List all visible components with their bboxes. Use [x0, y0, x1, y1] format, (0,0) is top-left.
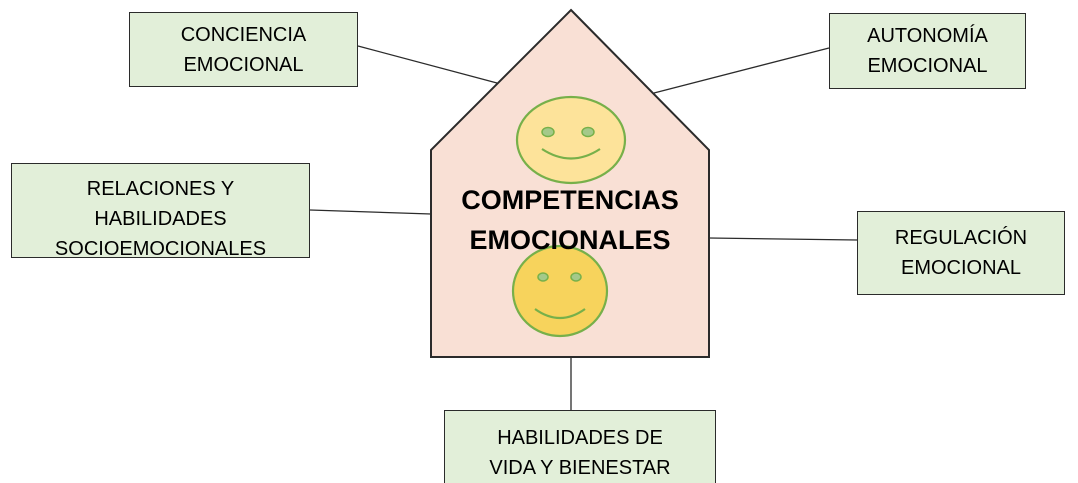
box-habilidades-vida-bienestar: HABILIDADES DE VIDA Y BIENESTAR: [444, 410, 716, 483]
box-habilidades-vida-bienestar-label: HABILIDADES DE VIDA Y BIENESTAR: [489, 427, 671, 479]
box-relaciones-socioemocionales: RELACIONES Y HABILIDADES SOCIOEMOCIONALE…: [11, 163, 310, 258]
box-autonomia-emocional-label: AUTONOMÍA EMOCIONAL: [867, 25, 988, 77]
smiley-face-icon: [515, 95, 627, 185]
box-regulacion-emocional-label: REGULACIÓN EMOCIONAL: [894, 227, 1028, 279]
center-title: COMPETENCIAS EMOCIONALES: [461, 185, 679, 255]
connector-conciencia: [357, 45, 498, 84]
box-regulacion-emocional: REGULACIÓN EMOCIONAL: [857, 211, 1065, 295]
connector-autonomia: [653, 47, 830, 94]
box-conciencia-emocional-label: CONCIENCIA EMOCIONAL: [180, 23, 307, 76]
smiley-face-icon: [511, 244, 609, 338]
box-autonomia-emocional: AUTONOMÍA EMOCIONAL: [829, 13, 1026, 89]
box-relaciones-socioemocionales-label: RELACIONES Y HABILIDADES SOCIOEMOCIONALE…: [54, 178, 267, 258]
box-conciencia-emocional: CONCIENCIA EMOCIONAL: [129, 12, 358, 87]
connector-relaciones: [309, 209, 432, 215]
connector-regulacion: [708, 237, 858, 241]
